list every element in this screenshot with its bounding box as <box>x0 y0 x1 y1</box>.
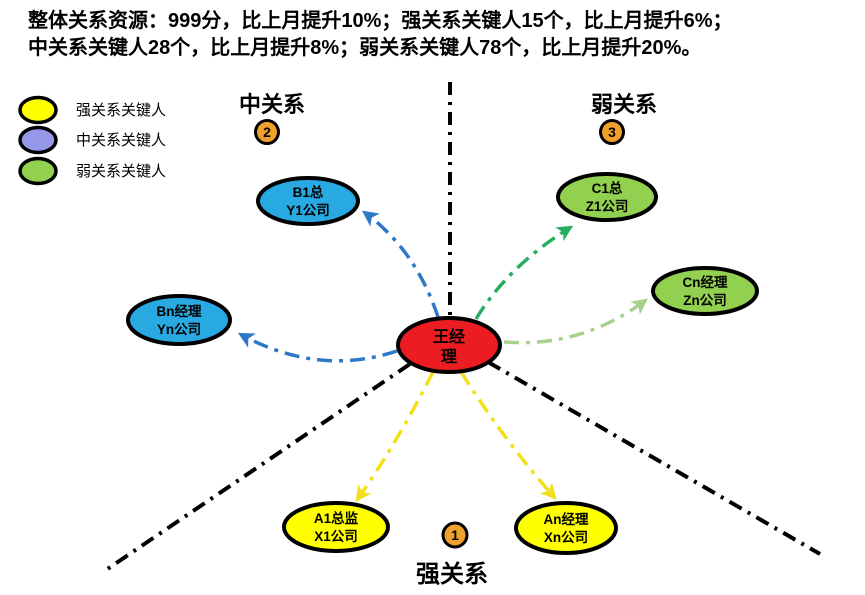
arrow-center-to-c1 <box>474 225 574 320</box>
region-label-strong: 强关系 <box>416 561 488 588</box>
node-an-ellipse <box>514 501 618 555</box>
node-c1-company: Z1公司 <box>586 199 629 214</box>
node-cn-ellipse <box>651 266 759 316</box>
node-an-company: Xn公司 <box>544 530 588 545</box>
arrow-center-to-b1 <box>362 210 440 318</box>
arrow-center-to-cn <box>503 298 648 345</box>
node-a1-ellipse <box>282 501 390 553</box>
arrow-center-to-bn <box>237 332 398 363</box>
node-cn-company: Zn公司 <box>683 293 727 308</box>
legend-label-strong: 强关系关键人 <box>76 102 166 119</box>
node-cn-title: Cn经理 <box>683 274 728 290</box>
node-a1-title: A1总监 <box>314 510 359 526</box>
summary-line-2: 中关系关键人28个，比上月提升8%；弱关系关键人78个，比上月提升20%。 <box>28 37 702 59</box>
arrow-center-to-a1 <box>355 371 435 502</box>
node-bn: Bn经理 Yn公司 <box>126 294 232 346</box>
node-an-title: An经理 <box>544 511 589 527</box>
node-b1-title: B1总 <box>293 184 324 200</box>
node-bn-ellipse <box>126 294 232 346</box>
node-c1: C1总 Z1公司 <box>556 172 658 222</box>
legend-label-medium: 中关系关键人 <box>76 132 166 149</box>
node-bn-title: Bn经理 <box>157 303 202 319</box>
node-a1-company: X1公司 <box>314 529 358 544</box>
node-b1-ellipse <box>256 176 360 226</box>
badge-number-1: 1 <box>451 527 459 543</box>
legend-swatch-medium <box>18 125 58 155</box>
legend-label-weak: 弱关系关键人 <box>76 163 166 180</box>
legend-swatch-strong <box>18 95 58 125</box>
node-b1-company: Y1公司 <box>286 203 330 218</box>
badge-number-3: 3 <box>608 124 616 140</box>
badge-circle-1 <box>441 521 469 549</box>
region-label-weak: 弱关系 <box>591 92 657 117</box>
summary-header: 整体关系资源：999分，比上月提升10%；强关系关键人15个，比上月提升6%； … <box>28 8 840 62</box>
legend: 强关系关键人 中关系关键人 弱关系关键人 <box>18 95 166 186</box>
region-label-medium: 中关系 <box>239 92 305 117</box>
node-b1: B1总 Y1公司 <box>256 176 360 226</box>
node-center-name-line2: 理 <box>441 348 457 366</box>
divider-right-diagonal-line <box>486 360 822 556</box>
node-bn-company: Yn公司 <box>157 322 201 337</box>
legend-swatch-weak <box>18 156 58 186</box>
node-an: An经理 Xn公司 <box>514 501 618 555</box>
node-center-name-line1: 王经 <box>433 327 465 346</box>
summary-line-1: 整体关系资源：999分，比上月提升10%；强关系关键人15个，比上月提升6%； <box>28 10 733 32</box>
node-center-ellipse <box>396 316 502 374</box>
node-cn: Cn经理 Zn公司 <box>651 266 759 316</box>
arrow-center-to-an <box>459 371 557 500</box>
node-c1-ellipse <box>556 172 658 222</box>
badge-circle-2 <box>254 119 280 145</box>
node-center: 王经 理 <box>396 316 502 374</box>
badge-number-2: 2 <box>263 124 271 140</box>
node-a1: A1总监 X1公司 <box>282 501 390 553</box>
badge-circle-3 <box>599 119 625 145</box>
node-c1-title: C1总 <box>592 180 623 196</box>
